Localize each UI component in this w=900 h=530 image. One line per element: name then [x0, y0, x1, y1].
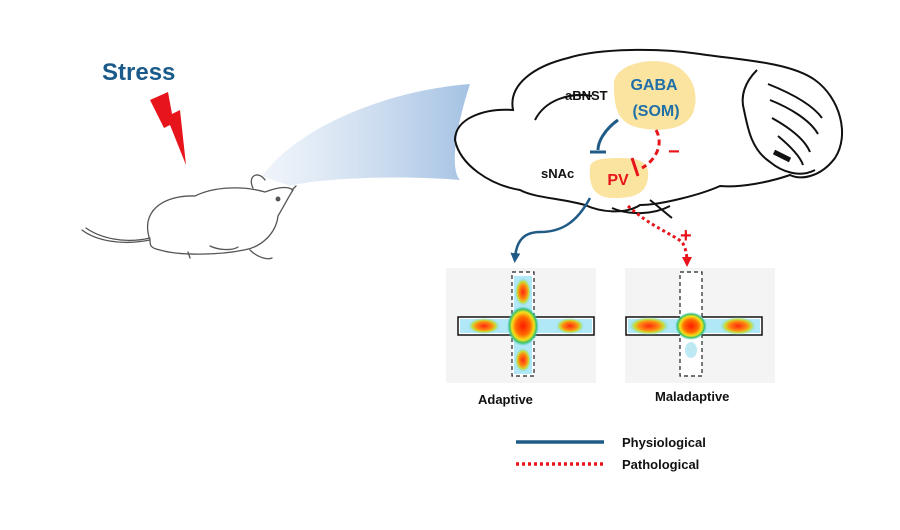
- adaptive-maze: [446, 268, 596, 383]
- legend-pathological-label: Pathological: [622, 457, 699, 472]
- pathological-inhibition-bar: [630, 157, 640, 177]
- pv-label: PV: [607, 172, 629, 189]
- physiological-inhibition-line: [596, 118, 619, 151]
- minus-sign: −: [668, 141, 680, 163]
- mouse-icon: [81, 174, 297, 260]
- outcome-label-adaptive: Adaptive: [478, 392, 533, 407]
- som-label: (SOM): [632, 103, 679, 120]
- maladaptive-maze: [625, 268, 775, 383]
- region-label-abnst: aBNST: [565, 88, 608, 103]
- pathological-inhibition-line: [641, 129, 661, 170]
- plus-sign: +: [680, 225, 692, 247]
- maladaptive-arrow: [626, 204, 692, 267]
- adaptive-arrow: [510, 197, 592, 263]
- stress-label: Stress: [102, 59, 175, 86]
- region-label-snac: sNAc: [541, 166, 574, 181]
- legend: Physiological Pathological: [516, 435, 706, 472]
- outcome-label-maladaptive: Maladaptive: [655, 389, 729, 404]
- lightning-bolt-icon: [150, 92, 186, 165]
- gaba-label: GABA: [630, 77, 678, 94]
- pv-node: [589, 158, 649, 198]
- projection-cone: [262, 84, 470, 186]
- brain-outline: [453, 48, 844, 219]
- legend-physiological-label: Physiological: [622, 435, 706, 450]
- gaba-som-node: [613, 61, 696, 130]
